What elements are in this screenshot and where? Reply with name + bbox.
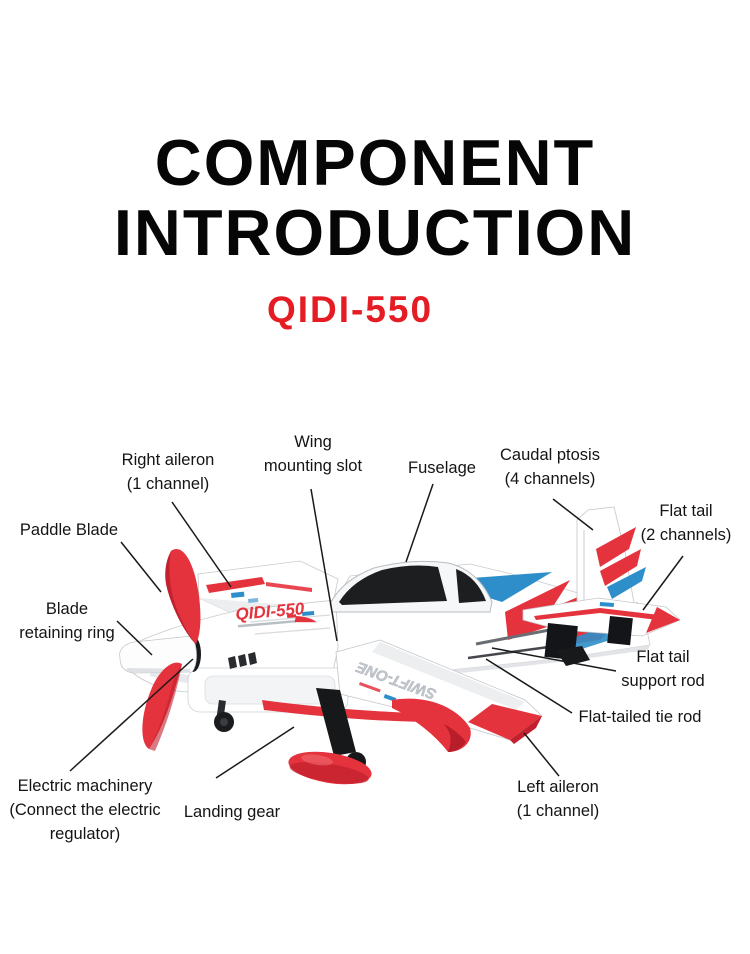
label-flat-tailed-tie-rod: Flat-tailed tie rod xyxy=(578,708,702,726)
upper-blade xyxy=(168,549,201,644)
leader-caudal-ptosis xyxy=(552,498,594,531)
page-title-line-2: INTRODUCTION xyxy=(113,195,637,269)
lower-blade xyxy=(142,662,182,749)
left-wing: SWIFT-ONE xyxy=(335,639,543,752)
label-flat-tail: Flat tail (2 channels) xyxy=(640,502,732,544)
leader-fuselage xyxy=(405,483,434,563)
label-paddle-blade: Paddle Blade xyxy=(19,521,119,539)
label-wing-mounting-slot: Wing mounting slot xyxy=(263,433,363,475)
leader-landing-gear xyxy=(215,726,295,779)
label-right-aileron: Right aileron (1 channel) xyxy=(121,451,215,493)
label-left-aileron: Left aileron (1 channel) xyxy=(516,778,600,820)
leader-flat-tail xyxy=(642,555,684,611)
leader-right-aileron xyxy=(171,501,232,588)
model-name-wrap: QIDI-550 xyxy=(0,289,700,331)
title-block: COMPONENT INTRODUCTION QIDI-550 xyxy=(0,0,750,331)
canopy xyxy=(329,560,493,613)
label-fuselage: Fuselage xyxy=(408,459,476,477)
leader-flat-tailed-tie-rod xyxy=(485,658,573,714)
label-blade-retaining-ring: Blade retaining ring xyxy=(19,600,115,642)
label-flat-tail-support-rod: Flat tail support rod xyxy=(621,648,705,690)
left-aileron-tip xyxy=(468,704,542,740)
propeller xyxy=(119,549,201,751)
tail-servo-2 xyxy=(607,616,633,646)
right-aileron-stripe xyxy=(206,577,265,593)
label-landing-gear: Landing gear xyxy=(183,803,281,821)
leader-lines xyxy=(69,483,684,779)
leader-electric-machinery xyxy=(69,658,194,772)
leader-wing-mounting-slot xyxy=(310,488,338,642)
label-electric-machinery: Electric machinery (Connect the electric… xyxy=(9,777,161,843)
landing-gear xyxy=(288,688,372,785)
flat-tail-support-rod xyxy=(475,626,561,646)
leader-flat-tail-support-rod xyxy=(491,647,617,672)
page-title-line-1: COMPONENT xyxy=(154,126,596,199)
model-name: QIDI-550 xyxy=(266,289,434,331)
cowl-vents xyxy=(228,652,257,669)
leader-blade-retaining-ring xyxy=(116,620,153,656)
label-caudal-ptosis: Caudal ptosis (4 channels) xyxy=(500,446,600,488)
gear-strut xyxy=(316,688,356,756)
leader-left-aileron xyxy=(523,732,560,777)
wheel-pant xyxy=(288,751,372,785)
leader-paddle-blade xyxy=(120,541,162,593)
